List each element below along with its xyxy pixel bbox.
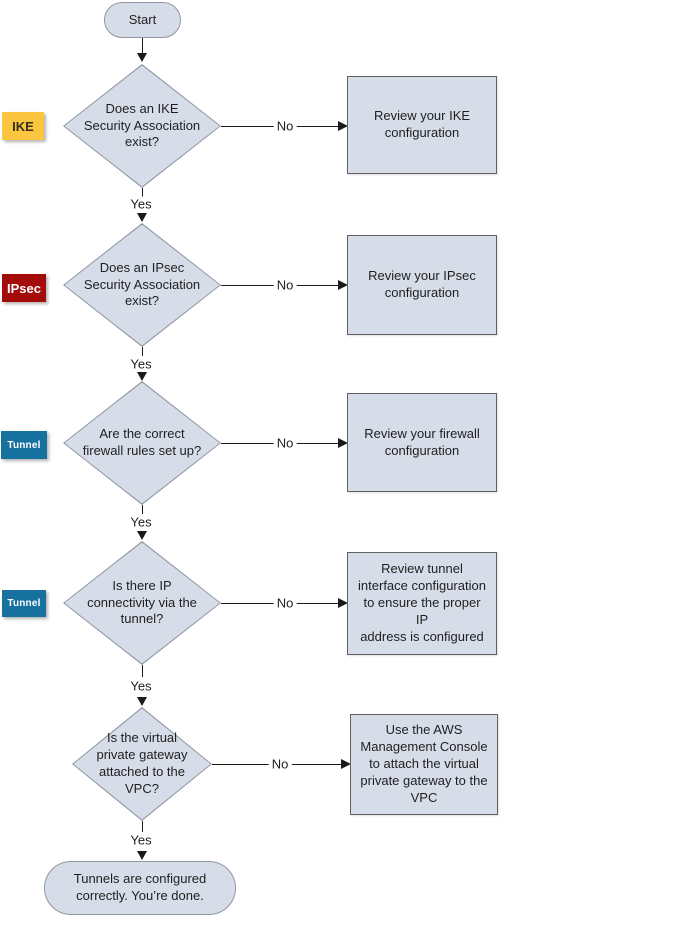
decision-diamond-firewall: Are the correct firewall rules set up?: [63, 381, 221, 505]
start-label: Start: [128, 11, 157, 27]
decision-diamond-ip-connectivity: Is there IP connectivity via the tunnel?: [63, 541, 221, 665]
connector-line: [142, 821, 143, 832]
arrow-down-icon: [137, 851, 147, 860]
action-ipsec-label: Review your IPsec configuration: [368, 268, 476, 300]
arrow-right-icon: [338, 438, 348, 448]
action-ike-label: Review your IKE configuration: [373, 108, 471, 140]
connector-line: [142, 505, 143, 514]
action-box-ike: Review your IKE configuration: [347, 76, 497, 174]
tag-tunnel-ip: Tunnel: [2, 590, 46, 617]
action-box-tunnel-interface: Review tunnel interface configuration to…: [347, 552, 497, 655]
connector-line: [142, 38, 143, 54]
decision-diamond-ike: Does an IKE Security Association exist?: [63, 64, 221, 188]
yes-label: Yes: [127, 678, 155, 694]
tag-ipsec-label: IPsec: [7, 280, 41, 296]
yes-label: Yes: [127, 196, 155, 212]
tag-ike-label: IKE: [12, 118, 34, 134]
no-label: No: [273, 435, 297, 451]
action-firewall-label: Review your firewall configuration: [364, 425, 480, 458]
action-box-firewall: Review your firewall configuration: [347, 393, 497, 492]
arrow-right-icon: [338, 280, 348, 290]
decision-firewall-question: Are the correct firewall rules set up?: [82, 426, 202, 458]
action-box-ipsec: Review your IPsec configuration: [347, 235, 497, 335]
decision-ip-question: Is there IP connectivity via the tunnel?: [87, 577, 197, 627]
yes-label: Yes: [127, 514, 155, 530]
connector-line: [142, 347, 143, 356]
yes-label: Yes: [127, 832, 155, 848]
no-label: No: [273, 118, 297, 134]
arrow-right-icon: [341, 759, 351, 769]
start-node: Start: [104, 2, 181, 38]
arrow-right-icon: [338, 121, 348, 131]
tag-tunnel-label: Tunnel: [7, 439, 41, 451]
yes-label: Yes: [127, 356, 155, 372]
connector-line: [142, 665, 143, 677]
arrow-down-icon: [137, 372, 147, 381]
arrow-down-icon: [137, 531, 147, 540]
connector-line: [142, 188, 143, 197]
arrow-down-icon: [137, 697, 147, 706]
decision-diamond-vpc: Is the virtual private gateway attached …: [72, 707, 212, 821]
action-box-vpc: Use the AWS Management Console to attach…: [350, 714, 498, 815]
decision-diamond-ipsec: Does an IPsec Security Association exist…: [63, 223, 221, 347]
decision-ipsec-question: Does an IPsec Security Association exist…: [83, 259, 201, 309]
tag-ike: IKE: [2, 112, 44, 140]
end-node: Tunnels are configured correctly. You’re…: [44, 861, 236, 915]
action-tunnel-label: Review tunnel interface configuration to…: [358, 561, 486, 644]
arrow-right-icon: [338, 598, 348, 608]
action-vpc-label: Use the AWS Management Console to attach…: [360, 722, 488, 805]
tag-ipsec: IPsec: [2, 274, 46, 302]
no-label: No: [268, 756, 292, 772]
arrow-down-icon: [137, 53, 147, 62]
tag-tunnel-label: Tunnel: [7, 598, 41, 609]
no-label: No: [273, 595, 297, 611]
decision-vpc-question: Is the virtual private gateway attached …: [96, 730, 188, 796]
arrow-down-icon: [137, 213, 147, 222]
decision-ike-question: Does an IKE Security Association exist?: [83, 100, 201, 150]
tag-tunnel-firewall: Tunnel: [1, 431, 47, 459]
no-label: No: [273, 277, 297, 293]
end-label: Tunnels are configured correctly. You’re…: [73, 871, 207, 903]
